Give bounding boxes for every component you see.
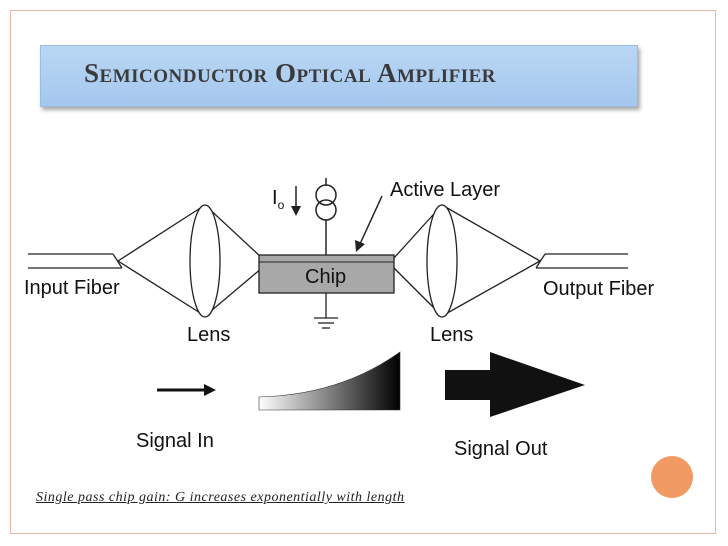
bias-current-label: Io bbox=[272, 187, 285, 212]
gain-profile-icon bbox=[258, 351, 401, 411]
output-fiber-label: Output Fiber bbox=[543, 278, 655, 300]
active-layer-label: Active Layer bbox=[390, 179, 501, 201]
slide-title: Semiconductor Optical Amplifier bbox=[84, 58, 497, 88]
lens-left bbox=[117, 204, 263, 318]
signal-out-arrow-icon bbox=[445, 352, 585, 417]
chip-label: Chip bbox=[305, 266, 347, 288]
lens-right bbox=[393, 204, 541, 318]
output-fiber bbox=[535, 253, 628, 269]
chip bbox=[258, 254, 395, 294]
slide-border bbox=[10, 10, 716, 534]
slide-caption: Single pass chip gain: G increases expon… bbox=[36, 490, 405, 505]
ground-icon bbox=[314, 293, 338, 329]
lens-left-label: Lens bbox=[187, 324, 231, 346]
lens-right-label: Lens bbox=[430, 324, 474, 346]
current-source-icon bbox=[315, 178, 337, 255]
input-fiber bbox=[28, 253, 123, 269]
signal-in-label: Signal In bbox=[136, 430, 214, 452]
signal-out-label: Signal Out bbox=[454, 438, 548, 460]
signal-in-arrow-icon bbox=[157, 384, 216, 396]
current-arrow-icon bbox=[291, 186, 301, 216]
input-fiber-label: Input Fiber bbox=[24, 277, 120, 299]
title-banner bbox=[40, 45, 638, 107]
active-layer-pointer bbox=[355, 195, 383, 252]
accent-dot bbox=[651, 456, 693, 498]
